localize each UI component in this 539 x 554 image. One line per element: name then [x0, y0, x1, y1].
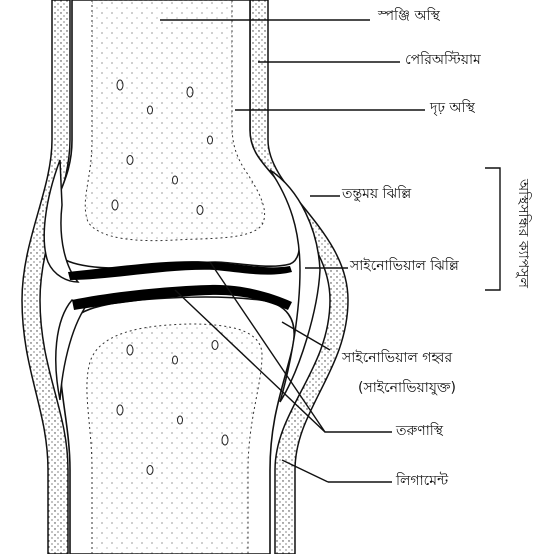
- label-synovial-membrane: সাইনোভিয়াল ঝিল্লি: [350, 258, 459, 274]
- label-synovial-cavity: সাইনোভিয়াল গহ্বর: [342, 350, 452, 366]
- label-fibrous-membrane: তন্তুময় ঝিল্লি: [342, 186, 411, 202]
- capsule-bracket: [485, 168, 500, 290]
- label-periosteum: পেরিঅস্টিয়াম: [405, 52, 481, 68]
- lower-spongy-region: [87, 324, 262, 554]
- label-cartilage: তরুণাস্থি: [396, 423, 443, 439]
- label-joint-capsule: অস্থিসন্ধির ক্যাপসুল: [507, 148, 537, 318]
- label-synovial-cavity-note: (সাইনোভিয়াযুক্ত): [358, 380, 456, 396]
- label-ligament: লিগামেন্ট: [396, 473, 448, 489]
- label-compact-bone: দৃঢ় অস্থি: [430, 100, 475, 116]
- label-spongy-bone: স্পঞ্জি অস্থি: [378, 8, 440, 24]
